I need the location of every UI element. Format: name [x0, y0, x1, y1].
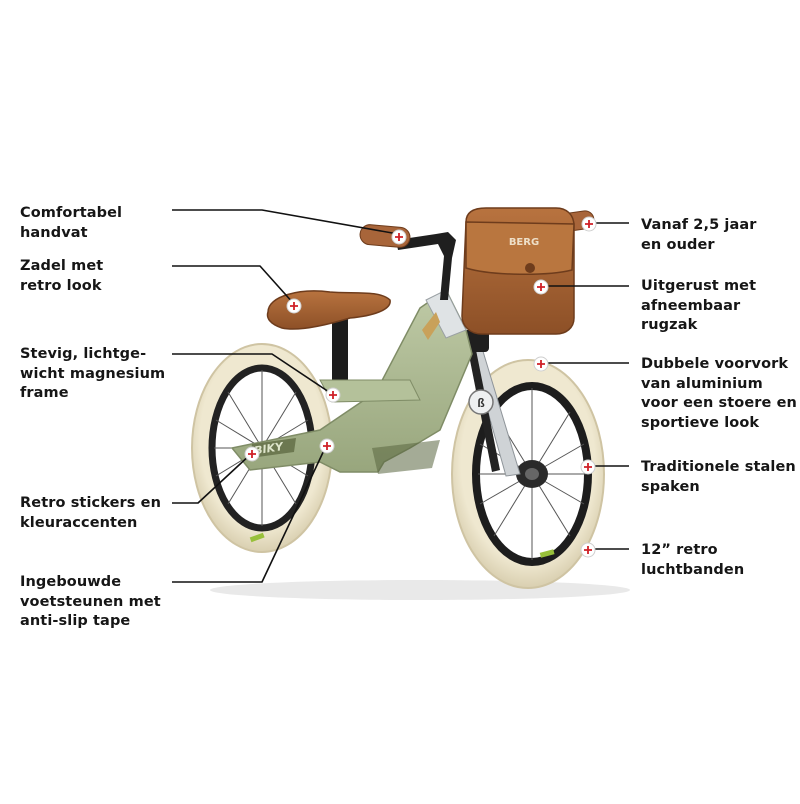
- label-frame: Stevig, lichtge- wicht magnesium frame: [20, 346, 166, 401]
- leader-saddle: [172, 265, 295, 305]
- feature-markers: [244, 216, 597, 558]
- label-footrests: Ingebouwde voetsteunen met anti-slip tap…: [20, 574, 161, 629]
- label-tires: 12” retro luchtbanden: [641, 542, 745, 578]
- saddle-illustration: [266, 290, 391, 330]
- seat-post: [332, 318, 348, 386]
- plus-marker-icon[interactable]: [325, 387, 341, 403]
- plus-marker-icon[interactable]: [391, 229, 407, 245]
- plus-marker-icon[interactable]: [244, 446, 260, 462]
- leader-frame: [172, 353, 333, 395]
- label-spokes: Traditionele stalen spaken: [641, 459, 796, 495]
- plus-marker-icon[interactable]: [581, 216, 597, 232]
- label-handlebar-grip: Comfortabel handvat: [20, 205, 123, 241]
- label-age: Vanaf 2,5 jaar en ouder: [641, 217, 757, 253]
- plus-marker-icon[interactable]: [580, 542, 596, 558]
- svg-text:ß: ß: [477, 396, 484, 410]
- plus-marker-icon[interactable]: [533, 279, 549, 295]
- backpack-illustration: BERG: [461, 207, 575, 335]
- plus-marker-icon[interactable]: [580, 459, 596, 475]
- bike-frame: BIKY: [230, 288, 473, 474]
- leader-handlebar-grip: [172, 209, 399, 235]
- plus-marker-icon[interactable]: [286, 298, 302, 314]
- ground-shadow: [210, 580, 630, 600]
- model-sticker: BIKY: [253, 440, 285, 458]
- label-fork: Dubbele voorvork van aluminium voor een …: [641, 356, 797, 431]
- front-fork: ß: [455, 330, 521, 477]
- plus-marker-icon[interactable]: [319, 438, 335, 454]
- leader-footrests: [172, 445, 327, 583]
- label-stickers: Retro stickers en kleuraccenten: [20, 495, 161, 531]
- leader-lines: [172, 209, 629, 583]
- brand-logo: BERG: [509, 237, 539, 248]
- plus-marker-icon[interactable]: [533, 356, 549, 372]
- leader-stickers: [172, 452, 253, 504]
- label-saddle: Zadel met retro look: [20, 258, 104, 294]
- label-backpack: Uitgerust met afneembaar rugzak: [641, 278, 757, 333]
